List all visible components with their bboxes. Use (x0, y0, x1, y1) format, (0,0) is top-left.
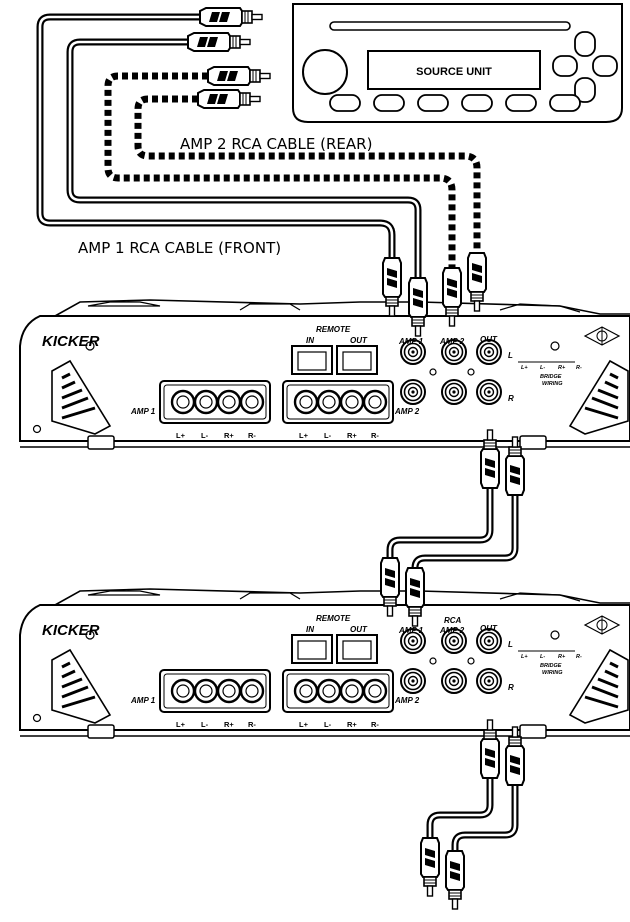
rca-plug-loose-r (445, 850, 465, 910)
bridge-pin-label: L- (540, 654, 545, 660)
rca-plug-loose-l (420, 837, 440, 897)
t1-pin-label: R- (248, 720, 256, 729)
t1-pin-label: L- (201, 720, 209, 729)
output-rca-cable (426, 774, 519, 857)
source-unit: SOURCE UNIT (292, 3, 623, 123)
rca-plug-front-right (187, 32, 251, 52)
rca-amp2-label: AMP 2 (439, 337, 465, 346)
rca-plug-rear-left (207, 66, 271, 86)
amp2-cable-label: AMP 2 RCA CABLE (REAR) (180, 135, 372, 153)
bridge-label: BRIDGE (540, 663, 562, 669)
rca-amp1-label: AMP 1 (398, 626, 424, 635)
rca-amp1-label: AMP 1 (398, 337, 424, 346)
amplifier-1: KICKER REMOTE IN OUT AMP 1 AMP 2 AMP 1 A… (20, 300, 630, 449)
amp1-terminal-label: AMP 1 (130, 696, 156, 705)
remote-label: REMOTE (316, 325, 351, 334)
rca-plug-front-left (199, 7, 263, 27)
t2-pin-label: L+ (299, 431, 309, 440)
t2-pin-label: R+ (347, 431, 357, 440)
amp2-rca-cable-rear (104, 72, 481, 270)
brand-logo: KICKER (42, 622, 100, 639)
t2-pin-label: R+ (347, 720, 357, 729)
bridge-pin-label: R- (576, 365, 582, 371)
bridge-pin-label: L+ (521, 654, 528, 660)
t2-pin-label: L- (324, 431, 332, 440)
rca-r-label: R (508, 394, 514, 403)
rca-out-label: OUT (480, 624, 498, 633)
amp2-terminal-label: AMP 2 (394, 407, 420, 416)
source-unit-label: SOURCE UNIT (416, 66, 492, 78)
preset-buttons (329, 94, 581, 112)
brand-logo: KICKER (42, 333, 100, 350)
t2-pin-label: L- (324, 720, 332, 729)
rca-r-label: R (508, 683, 514, 692)
rca-l-label: L (508, 640, 513, 649)
bridge-pin-label: R+ (558, 654, 566, 660)
remote-in-label: IN (306, 336, 314, 345)
t2-pin-label: R- (371, 431, 379, 440)
t1-pin-label: R+ (224, 431, 234, 440)
amp1-terminal-label: AMP 1 (130, 407, 156, 416)
t1-pin-label: R+ (224, 720, 234, 729)
link-rca-cable (386, 484, 519, 579)
t1-pin-label: L+ (176, 720, 186, 729)
bridge-pin-label: L- (540, 365, 545, 371)
rca-plug-amp1-input-l (382, 257, 402, 317)
rca-label: RCA (444, 616, 462, 625)
wiring-label: WIRING (542, 670, 563, 676)
rca-plug-amp2-input-r (467, 252, 487, 312)
remote-label: REMOTE (316, 614, 351, 623)
t2-pin-label: L+ (299, 720, 309, 729)
amp1-cable-label: AMP 1 RCA CABLE (FRONT) (78, 239, 281, 257)
amp2-terminal-label: AMP 2 (394, 696, 420, 705)
t1-pin-label: R- (248, 431, 256, 440)
remote-in-label: IN (306, 625, 314, 634)
t1-pin-label: L+ (176, 431, 186, 440)
rca-amp2-label: AMP 2 (439, 626, 465, 635)
remote-out-label: OUT (350, 336, 368, 345)
rca-l-label: L (508, 351, 513, 360)
bridge-pin-label: L+ (521, 365, 528, 371)
amplifier-2: KICKER REMOTE IN OUT AMP 1 AMP 2 RCA AMP… (20, 589, 630, 738)
t2-pin-label: R- (371, 720, 379, 729)
rca-plug-rear-right (197, 89, 261, 109)
wiring-label: WIRING (542, 381, 563, 387)
dpad-buttons (552, 31, 618, 103)
remote-out-label: OUT (350, 625, 368, 634)
amp1-rca-cable-front (36, 13, 422, 284)
rca-out-label: OUT (480, 335, 498, 344)
t1-pin-label: L- (201, 431, 209, 440)
bridge-pin-label: R+ (558, 365, 566, 371)
bridge-label: BRIDGE (540, 374, 562, 380)
bridge-pin-label: R- (576, 654, 582, 660)
